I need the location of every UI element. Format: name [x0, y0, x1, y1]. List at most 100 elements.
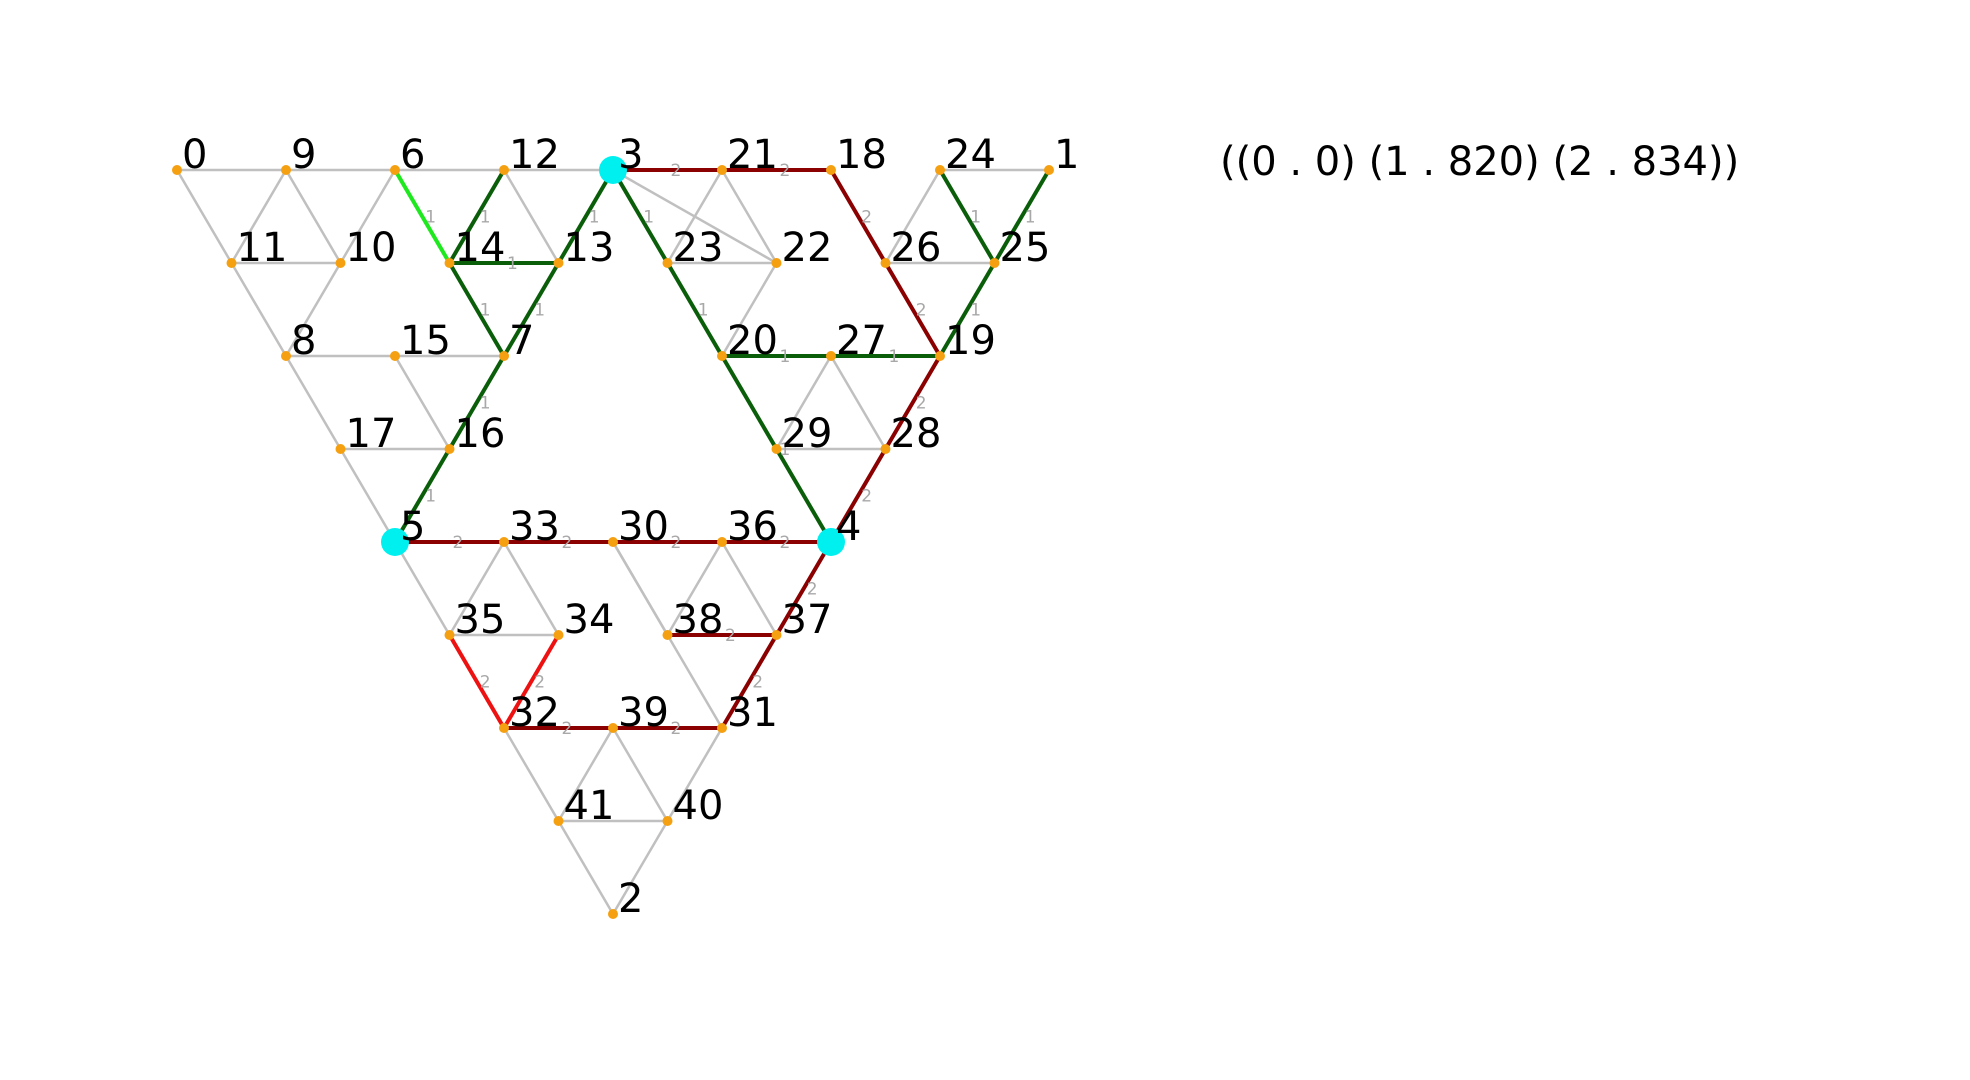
node-label-28: 28 — [891, 411, 942, 457]
highlight-edge-14-7 — [447, 261, 506, 358]
node-label-24: 24 — [945, 132, 996, 178]
node-label-31: 31 — [727, 690, 778, 736]
graph-node-14 — [444, 258, 455, 268]
edge-weight-label: 1 — [889, 347, 900, 367]
edge-weight-label: 1 — [507, 254, 518, 274]
edge-weight-label: 1 — [534, 301, 545, 321]
edge-weight-label: 2 — [861, 208, 872, 228]
grid-edge-8-17 — [284, 355, 342, 450]
grid-edge-31-40 — [666, 727, 724, 822]
graph-node-6 — [390, 165, 400, 175]
node-label-7: 7 — [509, 318, 534, 364]
node-label-2: 2 — [618, 876, 643, 922]
graph-node-16 — [444, 444, 455, 454]
edge-weight-label: 1 — [970, 301, 981, 321]
grid-edge-40-2 — [611, 820, 669, 915]
node-label-6: 6 — [400, 132, 425, 178]
grid-edge-32-41 — [502, 727, 560, 822]
graph-node-37 — [771, 630, 782, 640]
node-label-1: 1 — [1054, 132, 1079, 178]
node-label-39: 39 — [618, 690, 669, 736]
edge-weight-label: 2 — [453, 533, 464, 553]
edge-weight-label: 2 — [671, 161, 682, 181]
edge-weight-label: 1 — [1025, 208, 1036, 228]
highlight-edge-3-23 — [611, 168, 670, 265]
graph-node-30 — [608, 537, 618, 547]
graph-node-36 — [717, 537, 727, 547]
graph-node-22 — [771, 258, 782, 268]
node-label-29: 29 — [782, 411, 833, 457]
grid-edge-27-28 — [829, 355, 887, 450]
highlight-edge-23-20 — [665, 261, 724, 358]
graph-node-31 — [717, 723, 727, 733]
grid-edge-41-2 — [557, 820, 615, 915]
node-label-22: 22 — [782, 225, 833, 271]
highlight-edge-1-25 — [992, 168, 1051, 265]
graph-node-38 — [662, 630, 673, 640]
node-label-36: 36 — [727, 504, 778, 550]
terminal-node-4 — [817, 528, 845, 556]
edge-weight-label: 2 — [780, 533, 791, 553]
grid-edge-21-22 — [720, 169, 778, 264]
edge-weight-label: 2 — [780, 161, 791, 181]
graph-node-39 — [608, 723, 618, 733]
graph-node-28 — [880, 444, 891, 454]
node-label-37: 37 — [782, 597, 833, 643]
grid-edge-9-11 — [230, 169, 288, 264]
grid-edge-21-23 — [666, 169, 724, 264]
node-label-18: 18 — [836, 132, 887, 178]
grid-edge-5-35 — [393, 541, 451, 636]
grid-edge-10-8 — [284, 262, 342, 357]
edge-weight-label: 2 — [671, 533, 682, 553]
graph-node-20 — [717, 351, 727, 361]
node-label-13: 13 — [564, 225, 615, 271]
node-label-20: 20 — [727, 318, 778, 364]
highlight-edge-12-14 — [447, 168, 506, 265]
grid-edge-17-5 — [339, 448, 397, 543]
edge-weight-label: 2 — [671, 719, 682, 739]
graph-node-25 — [989, 258, 1000, 268]
graph-node-10 — [335, 258, 346, 268]
node-label-32: 32 — [509, 690, 560, 736]
node-label-40: 40 — [673, 783, 724, 829]
graph-node-15 — [390, 351, 400, 361]
graph-node-1 — [1044, 165, 1054, 175]
grid-edge-33-34 — [502, 541, 560, 636]
node-label-9: 9 — [291, 132, 316, 178]
highlight-edge-6-14 — [393, 168, 452, 265]
node-label-4: 4 — [836, 504, 861, 550]
graph-node-34 — [553, 630, 564, 640]
edge-weight-label: 2 — [916, 394, 927, 414]
graph-node-32 — [499, 723, 509, 733]
edge-weight-label: 1 — [643, 208, 654, 228]
highlight-edge-16-5 — [393, 447, 452, 544]
highlight-edge-37-31 — [720, 633, 779, 730]
node-label-27: 27 — [836, 318, 887, 364]
grid-edge-22-20 — [720, 262, 778, 357]
grid-edge-6-10 — [339, 169, 397, 264]
grid-edge-24-26 — [884, 169, 942, 264]
edge-weight-label: 2 — [752, 673, 763, 693]
node-label-23: 23 — [673, 225, 724, 271]
graph-node-21 — [717, 165, 727, 175]
node-label-35: 35 — [455, 597, 506, 643]
edge-weight-label: 1 — [589, 208, 600, 228]
grid-edge-39-41 — [557, 727, 615, 822]
node-label-33: 33 — [509, 504, 560, 550]
grid-edge-9-10 — [284, 169, 342, 264]
edge-weight-label: 2 — [725, 626, 736, 646]
node-label-17: 17 — [346, 411, 397, 457]
node-label-41: 41 — [564, 783, 615, 829]
grid-edge-39-40 — [611, 727, 669, 822]
edge-weight-label: 2 — [480, 673, 491, 693]
node-label-0: 0 — [182, 132, 207, 178]
graph-node-27 — [826, 351, 836, 361]
edge-weight-label: 2 — [861, 487, 872, 507]
graph-node-18 — [826, 165, 836, 175]
node-label-15: 15 — [400, 318, 451, 364]
graph-node-2 — [608, 909, 618, 919]
node-label-21: 21 — [727, 132, 778, 178]
edge-weight-label: 2 — [562, 533, 573, 553]
edge-weight-label: 1 — [780, 347, 791, 367]
